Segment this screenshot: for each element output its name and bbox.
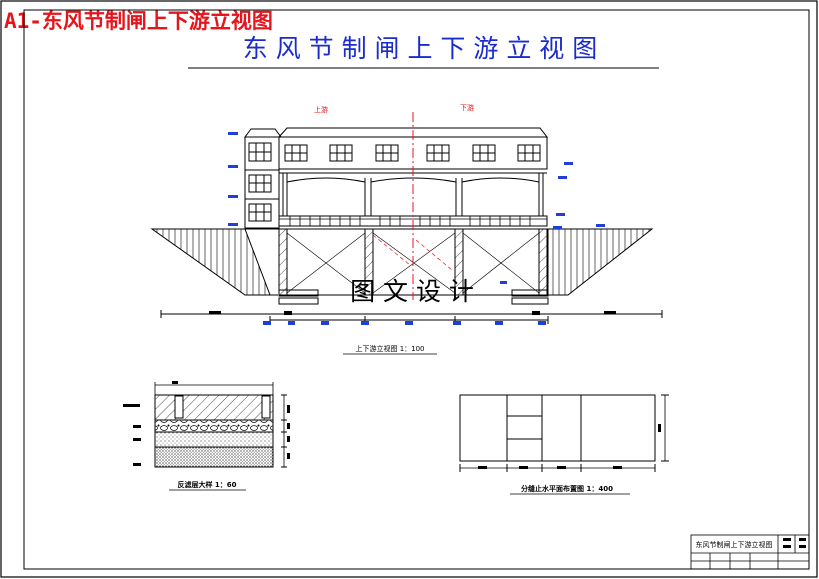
sluice-elevation [150,127,663,324]
waterstop-marks [478,424,661,469]
bridge-railing [279,216,547,226]
hoist-house-windows [284,144,541,162]
filter-caption: 反滤层大样 1：60 [177,480,236,489]
watermark: 图 文 设 计 [350,277,474,306]
gate-leaves [286,232,540,294]
drawing-title: 东 风 节 制 闸 上 下 游 立 视 图 [243,34,597,63]
elevation-markers [228,132,605,325]
elevation-caption: 上下游立视图 1：100 [355,344,424,353]
waterstop-layout [459,394,669,472]
tower-roof [244,128,282,138]
drawing-frame [23,9,810,570]
upstream-label: 上游 [314,105,328,114]
waterstop-caption: 分缝止水平面布置图 1：400 [521,484,613,493]
title-block [690,534,810,570]
title-block-marks [783,538,806,548]
filter-layer-marks [123,381,290,466]
filter-layer-detail [154,382,287,468]
downstream-label: 下游 [460,103,474,112]
title-block-drawing-name: 东风节制闸上下游立视图 [696,540,773,549]
dimension-text-marks [209,311,616,315]
support-columns [282,173,544,216]
tower-windows [248,142,272,222]
left-embankment [150,228,271,296]
sheet-label: A1-东风节制闸上下游立视图 [4,9,273,33]
right-embankment [547,228,654,296]
red-guide-lines [372,234,453,271]
